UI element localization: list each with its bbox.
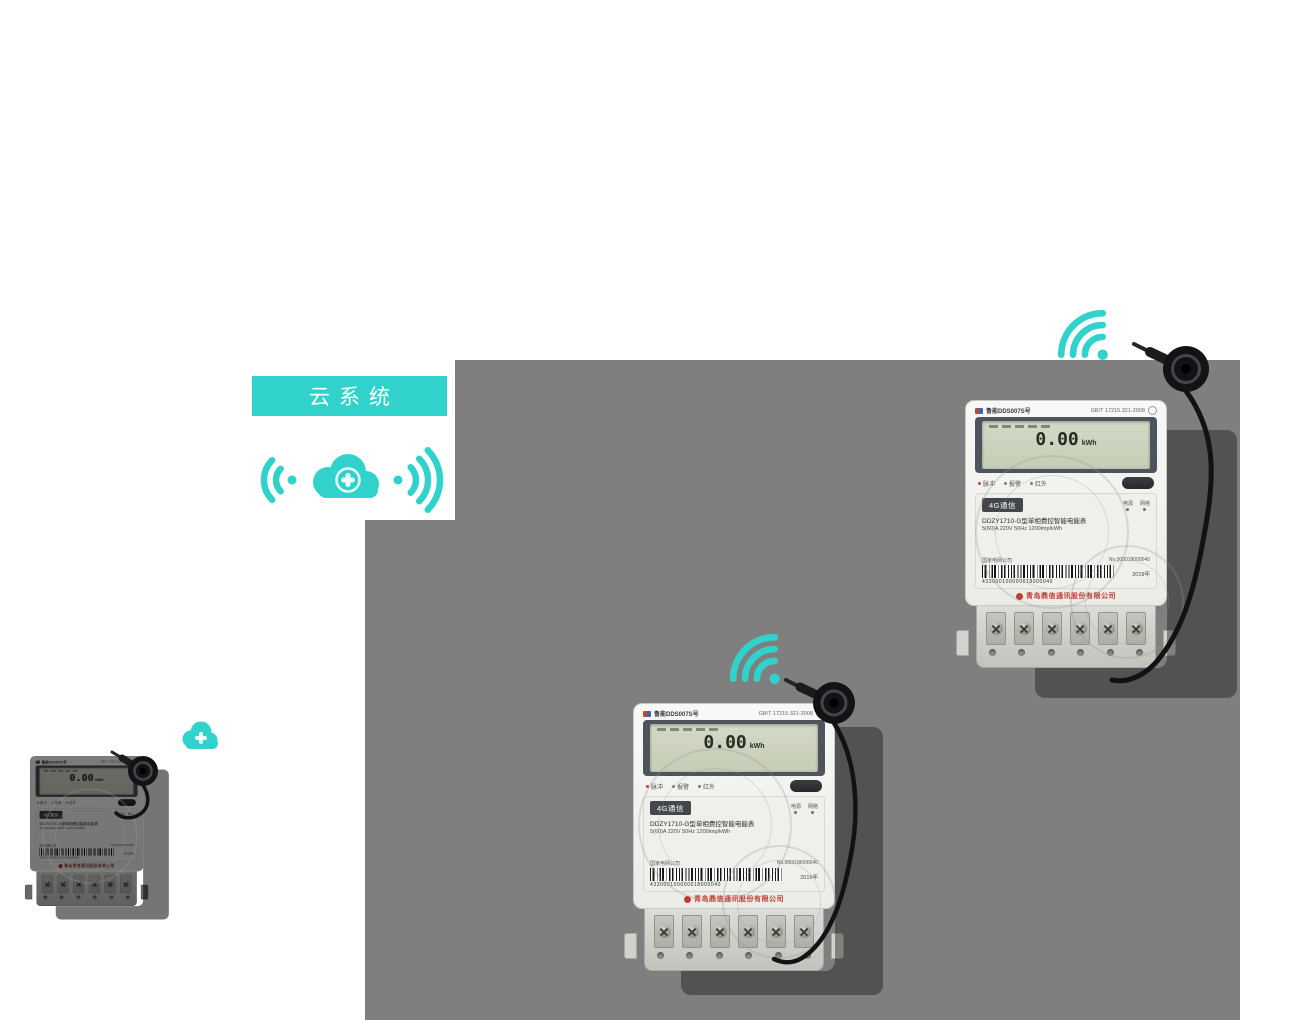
lcd-unit: kWh	[749, 743, 765, 750]
indicator-pulse: 脉冲	[40, 801, 47, 805]
power-network-status: 电源 网络	[1123, 500, 1150, 511]
terminal-hole	[989, 649, 996, 656]
pulse-led-icon	[37, 801, 39, 804]
lcd-reading: 0.00	[1035, 429, 1079, 450]
screw-icon	[59, 880, 67, 888]
terminal-hole	[1047, 649, 1055, 656]
terminal	[41, 874, 53, 894]
lcd-unit: kWh	[1081, 440, 1097, 447]
power-led-icon	[1126, 507, 1130, 511]
lcd-reading: 0.00	[703, 732, 747, 753]
brand-logo-icon	[975, 407, 983, 414]
terminal	[1014, 612, 1034, 645]
alarm-led-icon	[51, 801, 54, 804]
terminal-hole	[803, 952, 811, 959]
screw-icon	[75, 880, 83, 888]
screw-icon	[106, 880, 114, 888]
terminal-hole	[43, 895, 48, 900]
mini-cloud-icon	[182, 721, 218, 749]
cloud-plus-icon	[260, 447, 444, 513]
screw-icon	[90, 880, 99, 888]
watermark-stamp	[42, 788, 138, 884]
meter-header: 鲁能DDS007S号 GB/T 17215.321-2008	[643, 709, 825, 718]
meter-type-label: 鲁能DDS007S号	[986, 409, 1031, 415]
lcd-segment-row	[43, 770, 129, 772]
power-led-icon	[794, 810, 798, 814]
indicator-pulse: 脉冲	[983, 481, 996, 488]
cert-logo-icon	[816, 709, 825, 718]
meter-type-label: 鲁能DDS007S号	[41, 761, 67, 765]
screw-icon	[685, 925, 699, 938]
terminal-hole	[59, 895, 64, 900]
cloud-system-label: 云系统	[252, 376, 447, 416]
screw-icon	[122, 880, 130, 888]
screw-icon	[43, 880, 51, 888]
display-button	[790, 780, 822, 792]
terminal-hole	[109, 895, 114, 900]
screw-icon	[989, 622, 1003, 635]
meter-standard-label: GB/T 17215.321-2008	[758, 710, 813, 717]
terminal-hole	[1077, 649, 1085, 656]
terminal	[986, 612, 1006, 645]
terminal	[654, 915, 674, 948]
lcd-segment-row	[989, 425, 1143, 428]
terminal-hole	[657, 952, 664, 959]
screw-icon	[657, 925, 671, 938]
screw-icon	[713, 925, 727, 938]
meter-standard-label: GB/T 17215.321-2008	[100, 760, 131, 764]
wifi-signal-icon	[729, 633, 780, 684]
screw-icon	[1045, 622, 1059, 635]
wifi-signal-icon	[1057, 309, 1108, 360]
lcd-unit: kWh	[95, 778, 104, 783]
mounting-ear	[24, 884, 33, 900]
company-logo-icon	[684, 895, 691, 903]
watermark-stamp	[1070, 545, 1184, 659]
network-label: 网络	[1139, 500, 1150, 507]
terminal-hole	[686, 952, 694, 959]
terminal-hole	[745, 952, 753, 959]
meter-standard-label: GB/T 17215.321-2008	[1090, 407, 1145, 414]
cert-logo-icon	[1148, 406, 1157, 415]
power-label: 电源	[790, 803, 801, 810]
terminal	[682, 915, 702, 948]
network-led-icon	[1143, 507, 1147, 511]
terminal-hole	[92, 895, 97, 900]
mounting-ear	[624, 933, 637, 959]
watermark-stamp	[722, 845, 836, 959]
terminal-hole	[715, 952, 723, 959]
display-button	[1122, 477, 1154, 489]
terminal-hole	[1018, 649, 1026, 656]
brand-logo-icon	[643, 710, 651, 717]
terminal-hole	[76, 895, 81, 900]
network-label: 网络	[807, 803, 818, 810]
pulse-led-icon	[978, 481, 981, 485]
network-led-icon	[811, 810, 815, 814]
signal-arcs-right	[407, 447, 444, 513]
terminal-block	[36, 871, 137, 907]
lcd-segment-row	[657, 728, 811, 731]
terminal	[120, 874, 132, 894]
meter-type-label: 鲁能DDS007S号	[654, 712, 699, 718]
meter-header: 鲁能DDS007S号 GB/T 17215.321-2008	[35, 759, 138, 765]
signal-arcs-left	[260, 456, 284, 504]
plus-icon	[335, 467, 361, 493]
brand-logo-icon	[35, 760, 41, 764]
screw-icon	[1017, 622, 1031, 635]
cert-logo-icon	[132, 759, 138, 765]
cloud-shape	[313, 454, 379, 498]
lcd-reading: 0.00	[69, 772, 94, 784]
mounting-ear	[140, 884, 149, 900]
terminal	[1042, 612, 1062, 645]
terminal-hole	[125, 895, 130, 900]
mounting-ear	[956, 630, 969, 656]
meter-header: 鲁能DDS007S号 GB/T 17215.321-2008	[975, 406, 1157, 415]
power-network-status: 电源 网络	[791, 803, 818, 814]
